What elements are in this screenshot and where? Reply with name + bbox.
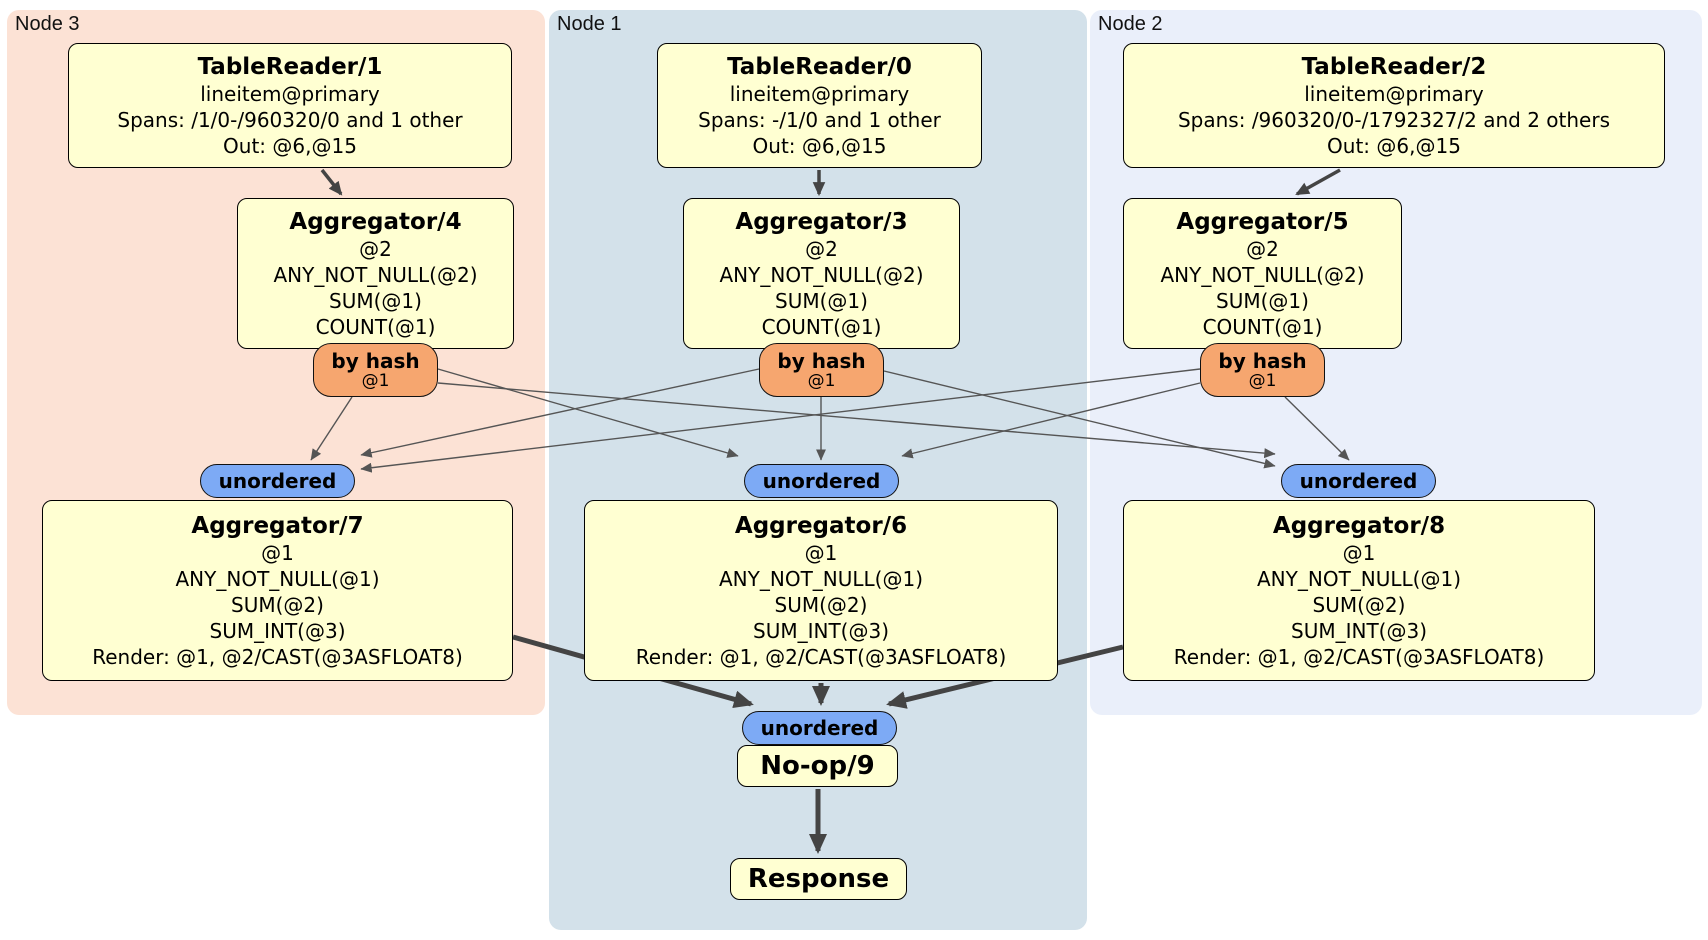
processor-detail-line: SUM(@2) (774, 592, 868, 617)
stream-unordered-pill: unordered (742, 711, 897, 745)
processor-title: Aggregator/6 (734, 512, 908, 539)
processor-detail-line: SUM(@2) (1312, 592, 1406, 617)
processor-detail-line: Out: @6,@15 (223, 133, 357, 158)
processor-title: Aggregator/8 (1272, 512, 1446, 539)
stream-unordered-label: unordered (218, 469, 337, 493)
router-by-hash-pill: by hash@1 (313, 343, 438, 397)
processor-detail-line: Render: @1, @2/CAST(@3ASFLOAT8) (1173, 644, 1545, 669)
processor-detail-line: SUM(@1) (775, 288, 868, 313)
processor-detail-line: lineitem@primary (729, 81, 910, 106)
processor-title: Aggregator/4 (289, 208, 462, 235)
processor-detail-line: Render: @1, @2/CAST(@3ASFLOAT8) (635, 644, 1007, 669)
node-region-label: Node 3 (15, 13, 80, 35)
processor-detail-line: ANY_NOT_NULL(@2) (719, 262, 924, 287)
router-by-hash-pill: by hash@1 (759, 343, 884, 397)
stream-unordered-label: unordered (762, 469, 881, 493)
processor-detail-line: SUM(@1) (329, 288, 422, 313)
processor-detail-line: ANY_NOT_NULL(@1) (719, 566, 923, 591)
processor-detail-line: COUNT(@1) (1202, 314, 1323, 339)
processor-detail-line: @2 (359, 236, 392, 261)
router-by-hash-detail: @1 (361, 370, 390, 391)
stream-unordered-label: unordered (1299, 469, 1418, 493)
processor-detail-line: Out: @6,@15 (752, 133, 887, 158)
processor-detail-line: @2 (805, 236, 838, 261)
processor-title: Aggregator/3 (735, 208, 908, 235)
processor-detail-line: ANY_NOT_NULL(@2) (1160, 262, 1365, 287)
router-by-hash-detail: @1 (807, 370, 836, 391)
processor-title: Response (747, 864, 890, 894)
node-region-label: Node 1 (557, 13, 622, 35)
processor-detail-line: SUM_INT(@3) (1291, 618, 1427, 643)
processor-detail-line: @1 (804, 540, 838, 565)
processor-detail-line: @2 (1246, 236, 1279, 261)
processor-detail-line: lineitem@primary (200, 81, 380, 106)
processor-detail-line: SUM(@1) (1216, 288, 1309, 313)
processor-title: No-op/9 (760, 751, 875, 781)
processor-title: TableReader/2 (1301, 53, 1487, 80)
processor-detail-line: lineitem@primary (1304, 81, 1484, 106)
stream-unordered-pill: unordered (744, 464, 899, 498)
node-region-label: Node 2 (1098, 13, 1163, 35)
processor-detail-line: SUM_INT(@3) (753, 618, 889, 643)
stream-unordered-pill: unordered (200, 464, 355, 498)
stream-unordered-label: unordered (760, 716, 879, 740)
processor-detail-line: COUNT(@1) (315, 314, 436, 339)
processor-detail-line: ANY_NOT_NULL(@1) (1257, 566, 1461, 591)
processor-detail-line: Spans: /960320/0-/1792327/2 and 2 others (1177, 107, 1610, 132)
router-by-hash-label: by hash (331, 348, 420, 373)
processor-title: Aggregator/7 (191, 512, 364, 539)
processor-detail-line: Spans: -/1/0 and 1 other (698, 107, 941, 132)
router-by-hash-pill: by hash@1 (1200, 343, 1325, 397)
stream-unordered-pill: unordered (1281, 464, 1436, 498)
processor-title: TableReader/0 (727, 53, 912, 80)
processor-detail-line: ANY_NOT_NULL(@1) (175, 566, 380, 591)
router-by-hash-label: by hash (1218, 348, 1307, 373)
processor-detail-line: @1 (1342, 540, 1376, 565)
processor-detail-line: Out: @6,@15 (1327, 133, 1461, 158)
processor-resp: Response (730, 858, 907, 900)
processor-title: TableReader/1 (197, 53, 383, 80)
processor-noop: No-op/9 (737, 745, 898, 787)
processor-detail-line: SUM(@2) (231, 592, 324, 617)
processor-title: Aggregator/5 (1176, 208, 1349, 235)
processor-detail-line: Spans: /1/0-/960320/0 and 1 other (117, 107, 463, 132)
processor-detail-line: Render: @1, @2/CAST(@3ASFLOAT8) (92, 644, 463, 669)
router-by-hash-detail: @1 (1248, 370, 1277, 391)
router-by-hash-label: by hash (777, 348, 866, 373)
processor-detail-line: SUM_INT(@3) (209, 618, 346, 643)
processor-detail-line: @1 (261, 540, 294, 565)
processor-detail-line: ANY_NOT_NULL(@2) (273, 262, 478, 287)
processor-detail-line: COUNT(@1) (761, 314, 882, 339)
